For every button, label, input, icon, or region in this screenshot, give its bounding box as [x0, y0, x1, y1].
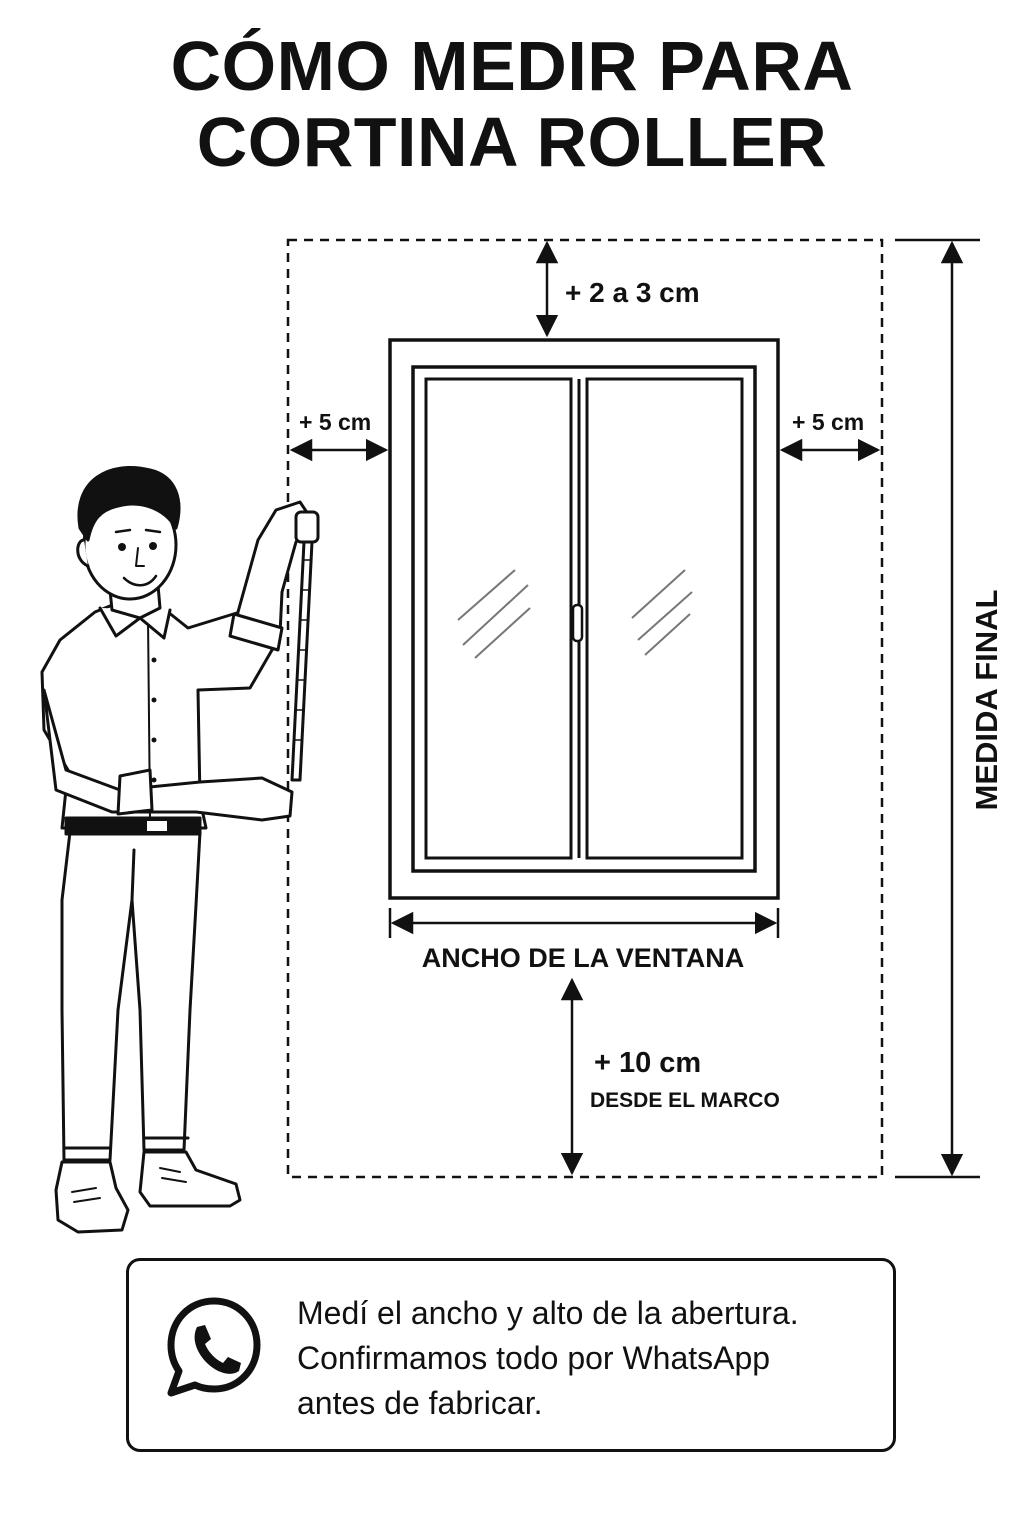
top-margin-label: + 2 a 3 cm	[565, 277, 700, 308]
bottom-margin-label: + 10 cm	[594, 1047, 701, 1079]
title-line-2: CORTINA ROLLER	[196, 103, 828, 181]
final-height-label: MEDIDA FINAL	[969, 590, 1004, 811]
window	[388, 338, 780, 900]
note-line-2: Confirmamos todo por WhatsApp	[297, 1340, 771, 1376]
window-sash-right	[585, 377, 744, 860]
info-note: Medí el ancho y alto de la abertura. Con…	[126, 1258, 896, 1452]
curtain-area-outline	[286, 238, 884, 1179]
window-width-label: ANCHO DE LA VENTANA	[422, 943, 745, 973]
note-text: Medí el ancho y alto de la abertura. Con…	[297, 1291, 877, 1426]
measurement-diagram: + 2 a 3 cm + 5 cm + 5 cm ANCHO DE LA VEN…	[40, 238, 1004, 1234]
glass-reflection-left	[457, 569, 531, 659]
bottom-margin-sublabel: DESDE EL MARCO	[590, 1089, 780, 1112]
person-measuring-illustration	[40, 465, 320, 1234]
window-outer-frame	[388, 338, 780, 900]
note-line-3: antes de fabricar.	[297, 1385, 543, 1421]
whatsapp-icon	[167, 1297, 261, 1397]
left-margin-label: + 5 cm	[299, 409, 371, 435]
glass-reflection-right	[631, 569, 693, 656]
note-line-1: Medí el ancho y alto de la abertura.	[297, 1295, 799, 1331]
window-inner-frame	[411, 365, 757, 873]
window-sash-left	[424, 377, 573, 860]
page-title: CÓMO MEDIR PARA CORTINA ROLLER	[0, 28, 1024, 180]
window-handle	[571, 603, 584, 643]
right-margin-label: + 5 cm	[792, 409, 864, 435]
title-line-1: CÓMO MEDIR PARA	[170, 27, 854, 105]
